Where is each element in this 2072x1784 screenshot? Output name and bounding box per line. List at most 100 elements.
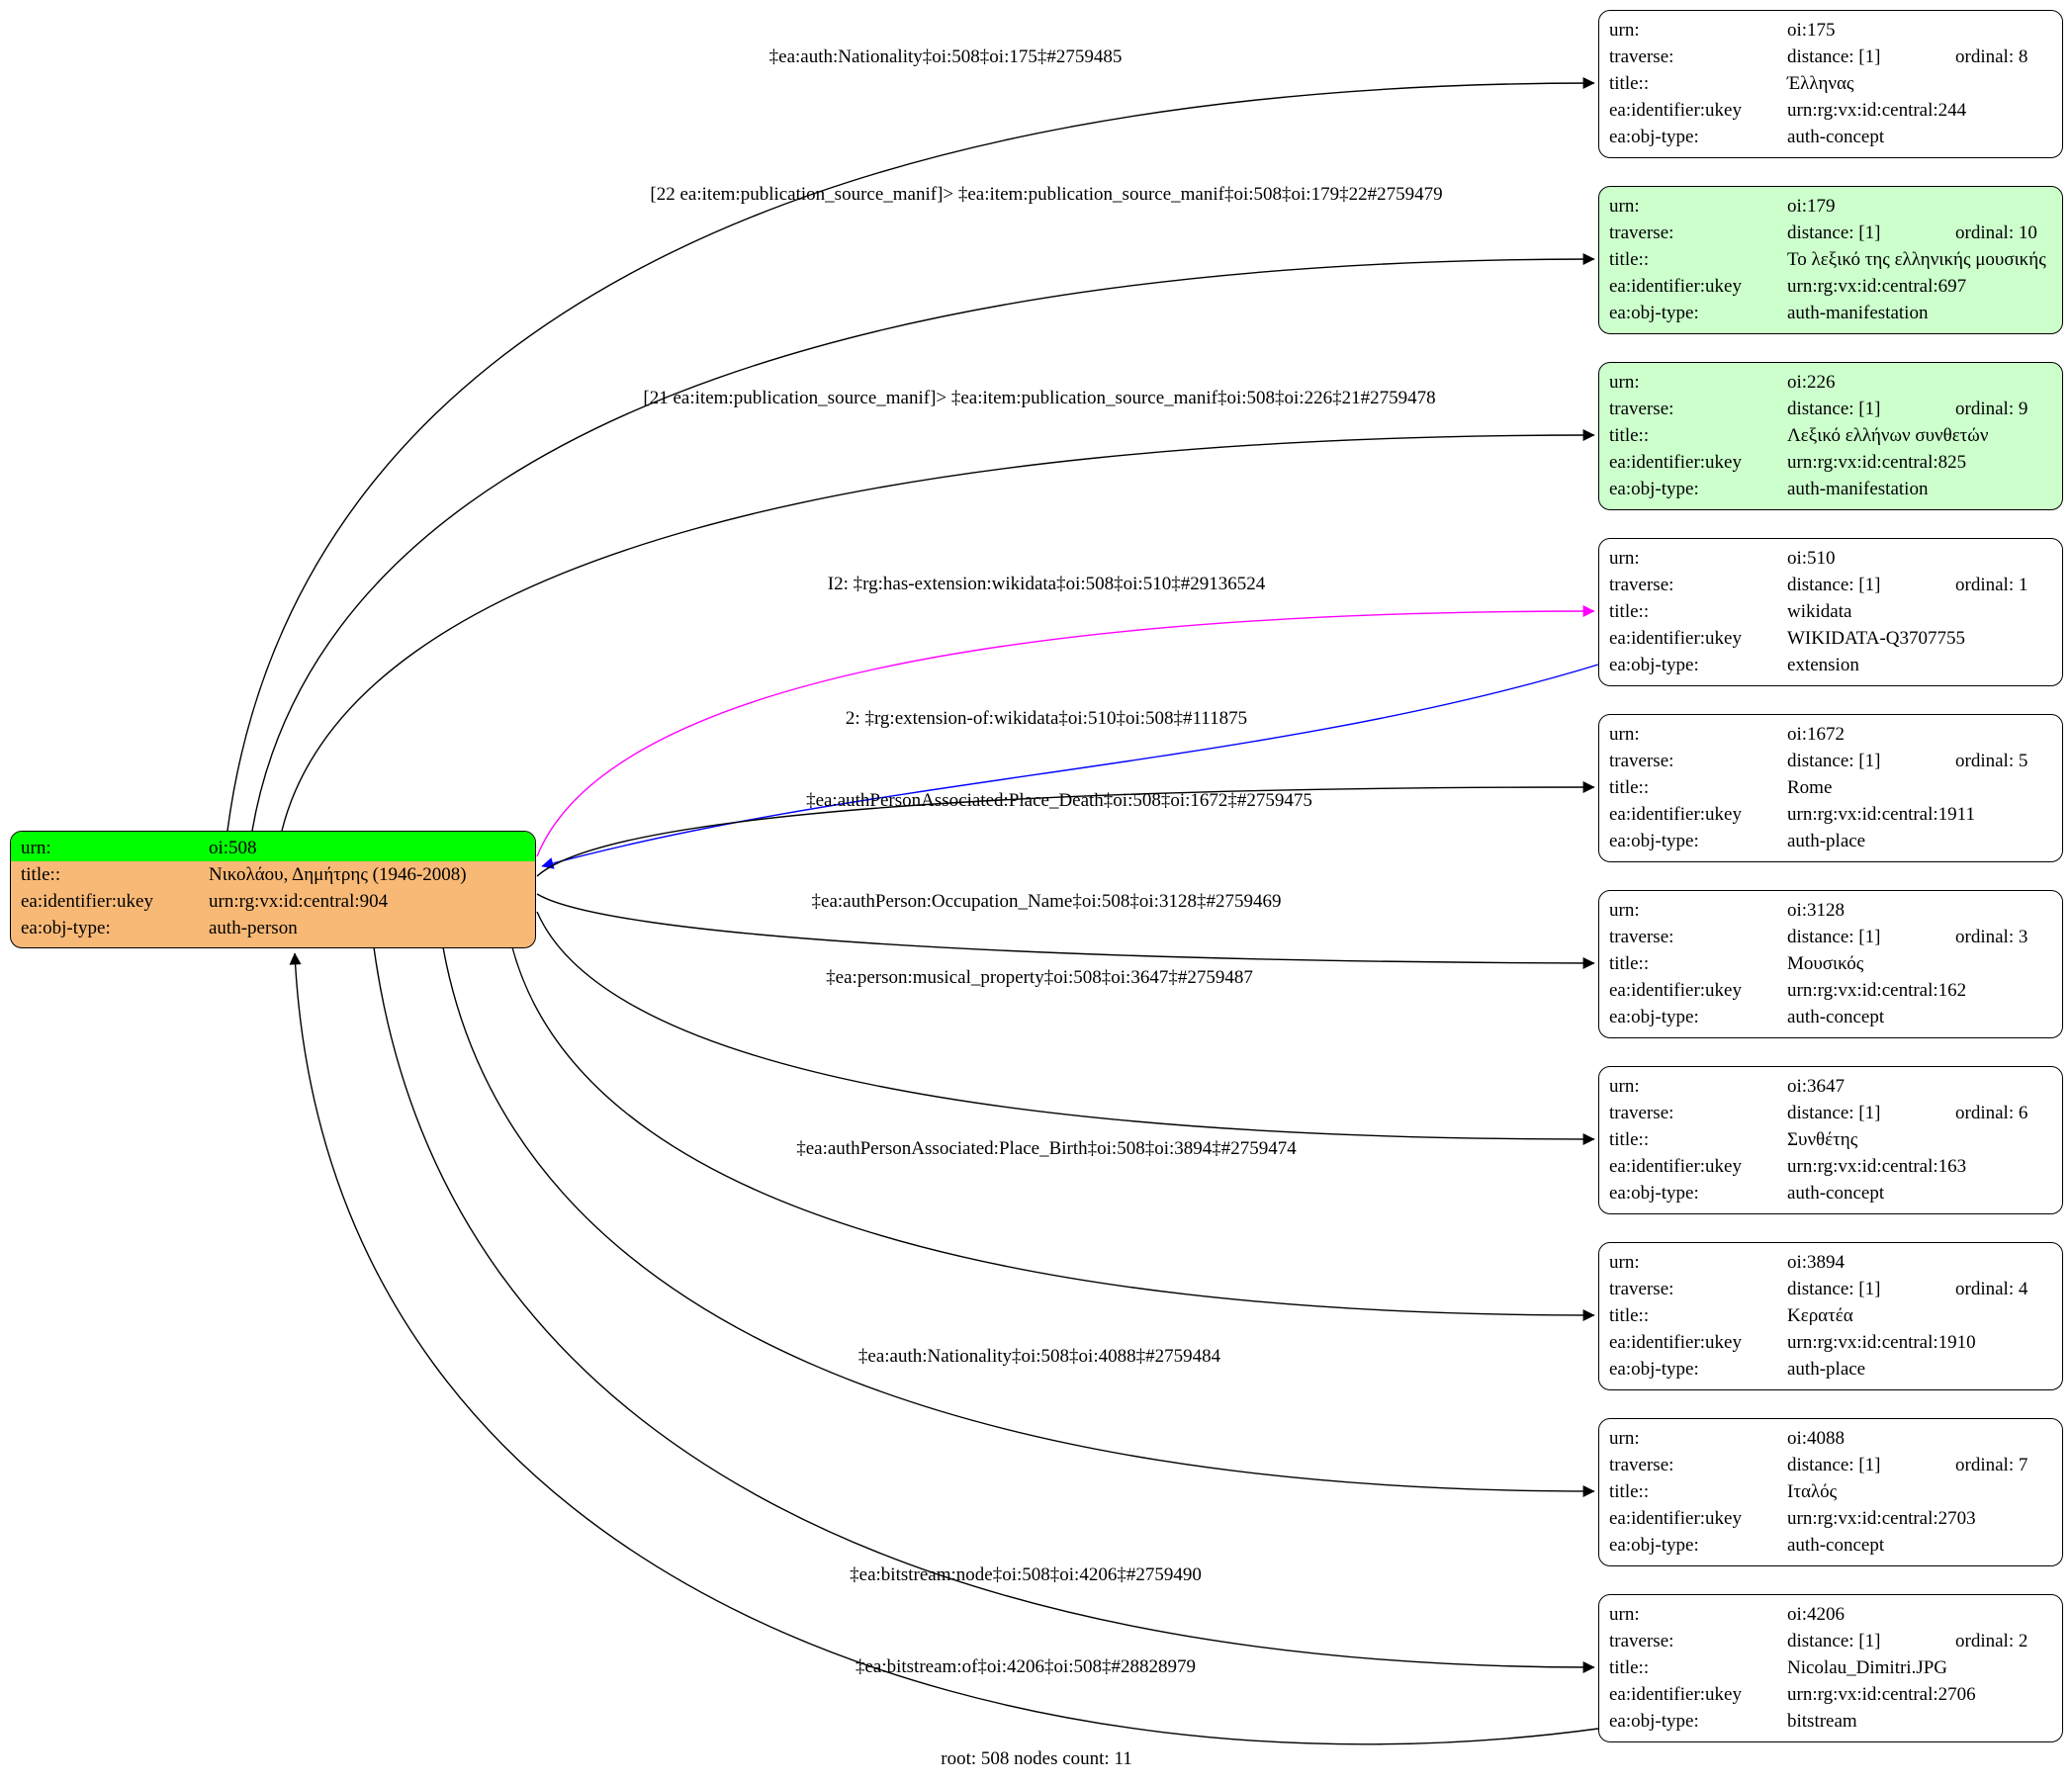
node-row-ukey: ea:identifier:ukey urn:rg:vx:id:central:… [1609,801,2052,828]
field-label-title: title:: [21,864,61,885]
graph-node-oi-3647[interactable]: urn: oi:3647 traverse: distance: [1]ordi… [1598,1066,2063,1214]
graph-node-oi-4206[interactable]: urn: oi:4206 traverse: distance: [1] ordi… [1598,1594,2063,1742]
field-label-traverse: traverse: [1609,46,1674,67]
node-row-ukey: ea:identifier:ukey urn:rg:vx:id:central:… [1609,1153,2052,1180]
field-value-urn: oi:508 [209,838,257,858]
node-row-title: title:: Ιταλός [1609,1478,2052,1505]
field-label-obj-type: ea:obj-type: [1609,1007,1699,1027]
node-row-traverse: traverse: distance: [1]ordinal: 4 [1609,1276,2052,1302]
field-label-obj-type: ea:obj-type: [1609,479,1699,499]
edge-label-oi-4206-to-oi-508: ‡ea:bitstream:of‡oi:4206‡oi:508‡#2882897… [855,1656,1197,1677]
field-value-distance: distance: [1] [1787,1631,1881,1651]
edge-label-oi-510-to-oi-508: 2: ‡rg:extension-of:wikidata‡oi:510‡oi:5… [845,708,1248,729]
field-value-title: Κερατέα [1787,1305,1853,1326]
field-value-urn: oi:1672 [1787,724,1846,745]
field-label-obj-type: ea:obj-type: [1609,831,1699,851]
field-label-obj-type: ea:obj-type: [1609,1535,1699,1556]
field-value-title: Μουσικός [1787,953,1864,974]
field-label-urn: urn: [1609,196,1640,217]
node-row-urn: urn: oi:510 [1609,545,2052,572]
field-value-obj-type: auth-concept [1787,1535,1885,1556]
field-value-ordinal: ordinal: 2 [1955,1631,2028,1651]
node-row-obj-type: ea:obj-type: auth-place [1609,1356,2052,1383]
field-label-obj-type: ea:obj-type: [21,918,111,938]
node-row-obj-type: ea:obj-type: auth-concept [1609,1004,2052,1030]
field-value-urn: oi:3894 [1787,1252,1846,1273]
field-label-urn: urn: [1609,20,1640,41]
root-row-ukey: ea:identifier:ukey urn:rg:vx:id:central:… [11,888,535,915]
field-value-obj-type: auth-concept [1787,1007,1885,1027]
field-value-obj-type: auth-place [1787,831,1866,851]
node-row-traverse: traverse: distance: [1]ordinal: 6 [1609,1100,2052,1126]
field-value-distance: distance: [1] [1787,575,1881,595]
field-value-ukey: urn:rg:vx:id:central:244 [1787,100,1967,121]
field-label-obj-type: ea:obj-type: [1609,1183,1699,1204]
edge-oi-508-to-oi-510 [536,605,1595,857]
field-value-ukey: urn:rg:vx:id:central:904 [209,891,389,912]
field-value-title: Λεξικό ελλήνων συνθετών [1787,425,1989,446]
field-label-traverse: traverse: [1609,399,1674,419]
field-label-traverse: traverse: [1609,1103,1674,1123]
field-label-ukey: ea:identifier:ukey [1609,452,1742,473]
field-label-title: title:: [1609,1305,1650,1326]
graph-node-oi-226[interactable]: urn: oi:226 traverse: distance: [1]ordin… [1598,362,2063,510]
field-value-distance: distance: [1] [1787,1455,1881,1475]
field-value-distance: distance: [1] [1787,223,1881,243]
field-value-title: Rome [1787,777,1833,798]
field-value-urn: oi:4088 [1787,1428,1846,1449]
node-row-obj-type: ea:obj-type: auth-concept [1609,1532,2052,1559]
field-value-urn: oi:4206 [1787,1604,1846,1625]
node-row-urn: urn: oi:1672 [1609,721,2052,748]
node-row-traverse: traverse: distance: [1]ordinal: 5 [1609,748,2052,774]
field-label-ukey: ea:identifier:ukey [1609,100,1742,121]
field-label-title: title:: [1609,1481,1650,1502]
graph-node-oi-510[interactable]: urn: oi:510 traverse: distance: [1]ordin… [1598,538,2063,686]
field-value-ukey: urn:rg:vx:id:central:2706 [1787,1684,1976,1705]
field-value-distance: distance: [1] [1787,1279,1881,1299]
field-label-ukey: ea:identifier:ukey [1609,804,1742,825]
field-label-urn: urn: [1609,372,1640,393]
graph-node-oi-3894[interactable]: urn: oi:3894 traverse: distance: [1]ordi… [1598,1242,2063,1390]
node-row-title: title:: Κερατέα [1609,1302,2052,1329]
field-value-obj-type: auth-manifestation [1787,303,1929,323]
node-row-ukey: ea:identifier:ukey urn:rg:vx:id:central:… [1609,1329,2052,1356]
node-row-ukey: ea:identifier:ukey urn:rg:vx:id:central:… [1609,449,2052,476]
node-row-obj-type: ea:obj-type: extension [1609,652,2052,678]
edge-oi-508-to-oi-1672 [536,781,1595,877]
field-value-distance: distance: [1] [1787,751,1881,771]
edge-oi-508-to-oi-3894 [511,946,1595,1321]
field-value-ordinal: ordinal: 1 [1955,575,2028,595]
graph-node-oi-175[interactable]: urn: oi:175 traverse: distance: [1]ordin… [1598,10,2063,158]
edge-label-oi-508-to-oi-3647: ‡ea:person:musical_property‡oi:508‡oi:36… [826,967,1253,988]
graph-node-root-oi-508[interactable]: urn: oi:508 title:: Νικολάου, Δημήτρης (… [10,831,536,948]
field-value-ordinal: ordinal: 5 [1955,751,2028,771]
edge-label-oi-508-to-oi-3894: ‡ea:authPersonAssociated:Place_Birth‡oi:… [796,1138,1297,1159]
edge-oi-508-to-oi-4206 [373,946,1595,1673]
edge-label-oi-508-to-oi-226: [21 ea:item:publication_source_manif]> ‡… [643,388,1436,408]
field-label-urn: urn: [1609,1428,1640,1449]
field-value-ordinal: ordinal: 6 [1955,1103,2028,1123]
field-label-traverse: traverse: [1609,927,1674,947]
edge-label-oi-508-to-oi-179: [22 ea:item:publication_source_manif]> ‡… [650,184,1443,205]
field-value-obj-type: auth-place [1787,1359,1866,1380]
field-value-distance: distance: [1] [1787,46,1881,67]
field-value-urn: oi:226 [1787,372,1836,393]
node-row-obj-type: ea:obj-type: auth-concept [1609,124,2052,150]
field-value-ordinal: ordinal: 4 [1955,1279,2028,1299]
edge-oi-508-to-oi-4088 [442,946,1595,1497]
field-value-urn: oi:175 [1787,20,1836,41]
node-row-ukey: ea:identifier:ukey urn:rg:vx:id:central:… [1609,1505,2052,1532]
field-value-ordinal: ordinal: 3 [1955,927,2028,947]
graph-node-oi-4088[interactable]: urn: oi:4088 traverse: distance: [1]ordi… [1598,1418,2063,1566]
graph-node-oi-179[interactable]: urn: oi:179 traverse: distance: [1]ordin… [1598,186,2063,334]
field-value-title: Έλληνας [1787,73,1854,94]
node-row-urn: urn: oi:4206 [1609,1601,2052,1628]
field-label-traverse: traverse: [1609,1631,1674,1651]
graph-node-oi-3128[interactable]: urn: oi:3128 traverse: distance: [1]ordi… [1598,890,2063,1038]
edge-oi-508-to-oi-3128 [536,893,1595,969]
field-label-title: title:: [1609,953,1650,974]
edge-label-oi-508-to-oi-175: ‡ea:auth:Nationality‡oi:508‡oi:175‡#2759… [768,46,1123,67]
node-row-obj-type: ea:obj-type: bitstream [1609,1708,2052,1735]
graph-node-oi-1672[interactable]: urn: oi:1672 traverse: distance: [1]ordi… [1598,714,2063,862]
